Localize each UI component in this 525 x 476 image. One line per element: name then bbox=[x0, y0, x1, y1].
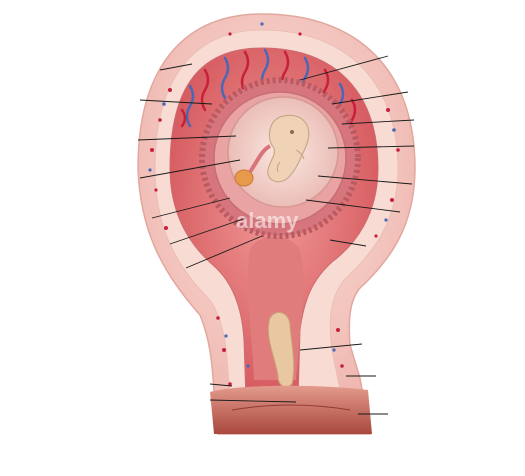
mucus-plug bbox=[267, 311, 295, 388]
wall-veins bbox=[148, 22, 396, 368]
embryo bbox=[267, 114, 310, 183]
watermark-text: alamy bbox=[236, 208, 299, 233]
vaginal-rugae bbox=[231, 404, 351, 411]
vagina bbox=[210, 385, 372, 434]
umbilical-stalk bbox=[248, 144, 272, 174]
yolk-sac bbox=[234, 169, 254, 187]
leader-lines bbox=[137, 55, 415, 415]
wall-vessels bbox=[150, 32, 400, 394]
